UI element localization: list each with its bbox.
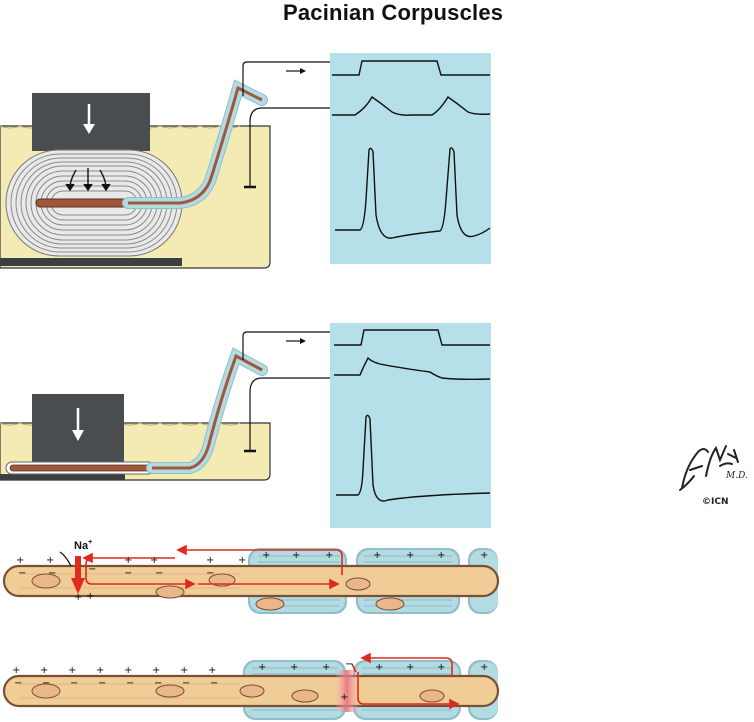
svg-text:M.D.: M.D. xyxy=(725,471,748,481)
traces-top xyxy=(332,60,491,239)
oscilloscope-screen-top xyxy=(330,53,491,264)
netter-signature: M.D. ©ICN xyxy=(679,445,748,507)
svg-text:+: + xyxy=(124,555,132,566)
svg-text:+: + xyxy=(46,555,54,566)
svg-text:−: − xyxy=(155,568,163,579)
svg-text:−: − xyxy=(126,678,134,689)
mitochondria xyxy=(31,683,445,703)
svg-text:+: + xyxy=(238,555,246,566)
local-current-loop xyxy=(351,652,460,710)
svg-text:−: − xyxy=(210,678,218,689)
svg-text:+: + xyxy=(12,665,20,676)
svg-text:+: + xyxy=(322,662,330,673)
svg-text:+: + xyxy=(74,592,82,603)
membrane-charges: + + + + + + + + + + + + + + + − − − − − − − − − + xyxy=(12,659,488,703)
svg-text:−: − xyxy=(18,568,26,579)
recording-wire xyxy=(242,61,330,96)
svg-text:+: + xyxy=(152,665,160,676)
svg-text:+: + xyxy=(124,665,132,676)
weight-block xyxy=(32,93,150,151)
svg-text:−: − xyxy=(88,564,96,575)
base-plate xyxy=(0,474,125,480)
myelinated-axon xyxy=(122,79,268,209)
action-potential-trace xyxy=(335,147,491,239)
traces-middle xyxy=(334,329,491,502)
svg-text:+: + xyxy=(180,665,188,676)
ground-wire xyxy=(249,107,330,186)
svg-text:+: + xyxy=(340,692,348,703)
svg-text:−: − xyxy=(206,568,214,579)
sodium-influx-arrow xyxy=(59,551,85,594)
base-plate xyxy=(0,258,182,266)
svg-text:©ICN: ©ICN xyxy=(702,497,729,507)
mitochondria xyxy=(31,573,405,611)
generator-potential-trace xyxy=(332,95,491,116)
svg-text:−: − xyxy=(98,678,106,689)
svg-text:+: + xyxy=(262,550,270,561)
nerve-terminal xyxy=(35,198,129,208)
local-current-loop xyxy=(82,544,343,590)
svg-text:+: + xyxy=(406,550,414,561)
recording-wire xyxy=(242,331,330,360)
action-potential-trace xyxy=(336,414,491,502)
svg-text:−: − xyxy=(345,659,353,670)
membrane-charges: + + + + + + + + + + + + + − − − − − − + + xyxy=(16,550,488,603)
svg-text:+: + xyxy=(375,662,383,673)
middle-experiment xyxy=(0,323,491,528)
svg-text:+: + xyxy=(406,662,414,673)
svg-text:−: − xyxy=(48,568,56,579)
compression-arrows xyxy=(65,168,111,192)
svg-text:+: + xyxy=(292,550,300,561)
svg-text:−: − xyxy=(154,678,162,689)
svg-text:−: − xyxy=(70,678,78,689)
svg-text:+: + xyxy=(258,662,266,673)
svg-text:+: + xyxy=(325,550,333,561)
down-arrow-icon xyxy=(83,104,95,134)
axon xyxy=(2,564,500,598)
page-title: Pacinian Corpuscles xyxy=(283,0,504,25)
top-experiment xyxy=(0,53,491,269)
svg-text:+: + xyxy=(290,662,298,673)
svg-text:−: − xyxy=(124,568,132,579)
down-arrow-icon xyxy=(72,408,84,441)
svg-text:+: + xyxy=(206,555,214,566)
svg-text:−: − xyxy=(14,678,22,689)
stimulus-trace xyxy=(332,60,490,76)
svg-text:+: + xyxy=(208,665,216,676)
svg-text:+: + xyxy=(437,550,445,561)
ground-wire xyxy=(249,377,330,450)
myelinated-axon xyxy=(146,347,268,474)
svg-text:+: + xyxy=(16,555,24,566)
svg-text:+: + xyxy=(150,555,158,566)
nerve-fiber-conduction-2: + + + + + + + + + + + + + + + − − − − − − − − − + xyxy=(2,652,500,720)
generator-potential-trace xyxy=(334,356,491,381)
stimulus-trace xyxy=(334,329,490,346)
right-arrow-icon xyxy=(286,338,306,344)
svg-text:+: + xyxy=(437,662,445,673)
nerve-fiber-conduction-1: Na+ + + + + + + + + + + + + + − − − − − − + + xyxy=(2,539,500,614)
svg-text:+: + xyxy=(480,550,488,561)
right-arrow-icon xyxy=(286,68,306,74)
svg-text:+: + xyxy=(373,550,381,561)
nerve-terminal xyxy=(9,464,153,472)
svg-text:−: − xyxy=(42,678,50,689)
svg-text:+: + xyxy=(86,591,94,602)
sodium-label: Na+ xyxy=(74,539,92,552)
svg-text:+: + xyxy=(68,665,76,676)
svg-text:+: + xyxy=(40,665,48,676)
svg-text:−: − xyxy=(182,678,190,689)
svg-text:+: + xyxy=(96,665,104,676)
active-node-of-ranvier xyxy=(334,670,360,712)
svg-text:+: + xyxy=(480,662,488,673)
